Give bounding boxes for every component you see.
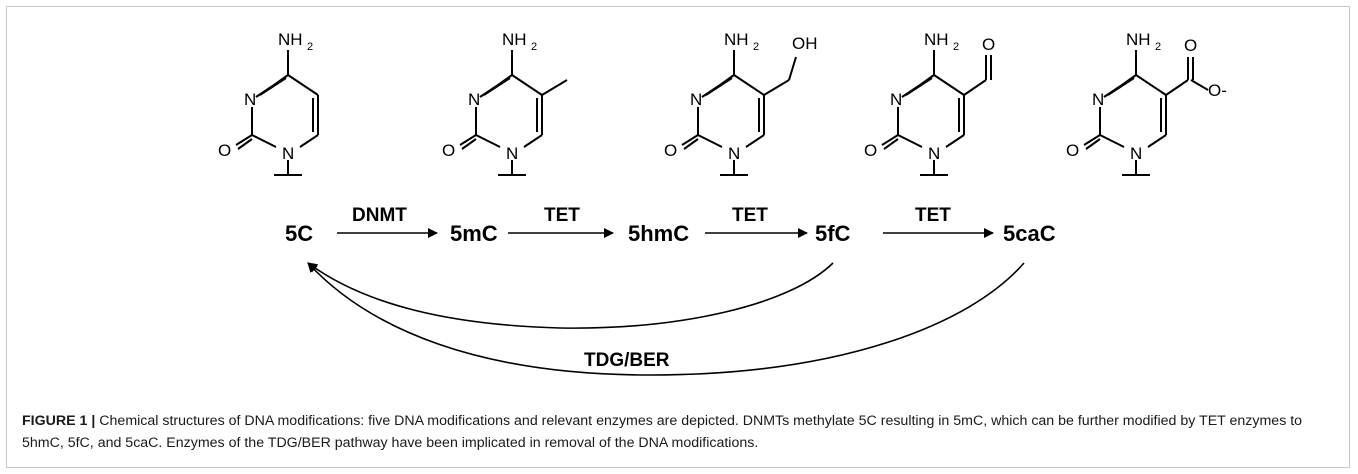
amine-subscript: 2 [953,41,959,53]
ring-n3-label: N [468,90,480,109]
carbonyl-o-label: O [1066,141,1079,160]
ring-n3-label: N [1092,90,1104,109]
enzyme-tdg-ber: TDG/BER [584,350,670,371]
figure-frame [6,6,1350,468]
amine-subscript: 2 [753,41,759,53]
caption-label: FIGURE 1 | [22,413,96,429]
figure-caption: FIGURE 1 | Chemical structures of DNA mo… [22,411,1342,454]
ring-n1-label: N [506,144,518,163]
amine-subscript: 2 [531,41,537,53]
ring-n3-label: N [244,90,256,109]
ring-n1-label: N [928,144,940,163]
ring-n1-label: N [1130,144,1142,163]
amine-label: NH [502,30,527,49]
ring-n3-label: N [690,90,702,109]
compound-5cac: 5caC [1003,221,1056,246]
carbonyl-o-label: O [864,141,877,160]
carboxyl-o-label: O [1184,36,1197,55]
carboxylate-label: O- [1208,81,1227,100]
ring-n1-label: N [728,144,740,163]
caption-text: Chemical structures of DNA modifications… [22,413,1303,451]
enzyme-tet-2: TET [732,205,768,226]
carbonyl-o-label: O [218,141,231,160]
compound-5hmc: 5hmC [628,221,689,246]
amine-label: NH [278,30,303,49]
compound-5c: 5C [285,221,313,246]
hydroxyl-label: OH [792,34,818,53]
formyl-o-label: O [982,35,995,54]
enzyme-tet-3: TET [915,205,951,226]
amine-subscript: 2 [1155,41,1161,53]
enzyme-tet-1: TET [544,205,580,226]
ring-n1-label: N [282,144,294,163]
dna-modification-scheme: NH 2 N N O NH 2 N N O NH 2 OH N N O NH 2… [218,30,1227,376]
amine-label: NH [724,30,749,49]
compound-5mc: 5mC [450,221,498,246]
structure-5c: NH 2 N N O [218,30,319,176]
carbonyl-o-label: O [442,141,455,160]
structure-5cac: NH 2 O O- N N O [1066,30,1227,176]
ring-n3-label: N [890,90,902,109]
enzyme-dnmt: DNMT [352,205,407,226]
compound-5fc: 5fC [815,221,851,246]
carbonyl-o-label: O [664,141,677,160]
structure-5mc: NH 2 N N O [442,30,568,176]
amine-label: NH [1126,30,1151,49]
structure-5fc: NH 2 O N N O [864,30,995,176]
amine-label: NH [924,30,949,49]
return-arrow-from-5fc [307,262,834,329]
return-arrow-from-5cac [307,262,1025,376]
structure-5hmc: NH 2 OH N N O [664,30,818,176]
amine-subscript: 2 [307,41,313,53]
